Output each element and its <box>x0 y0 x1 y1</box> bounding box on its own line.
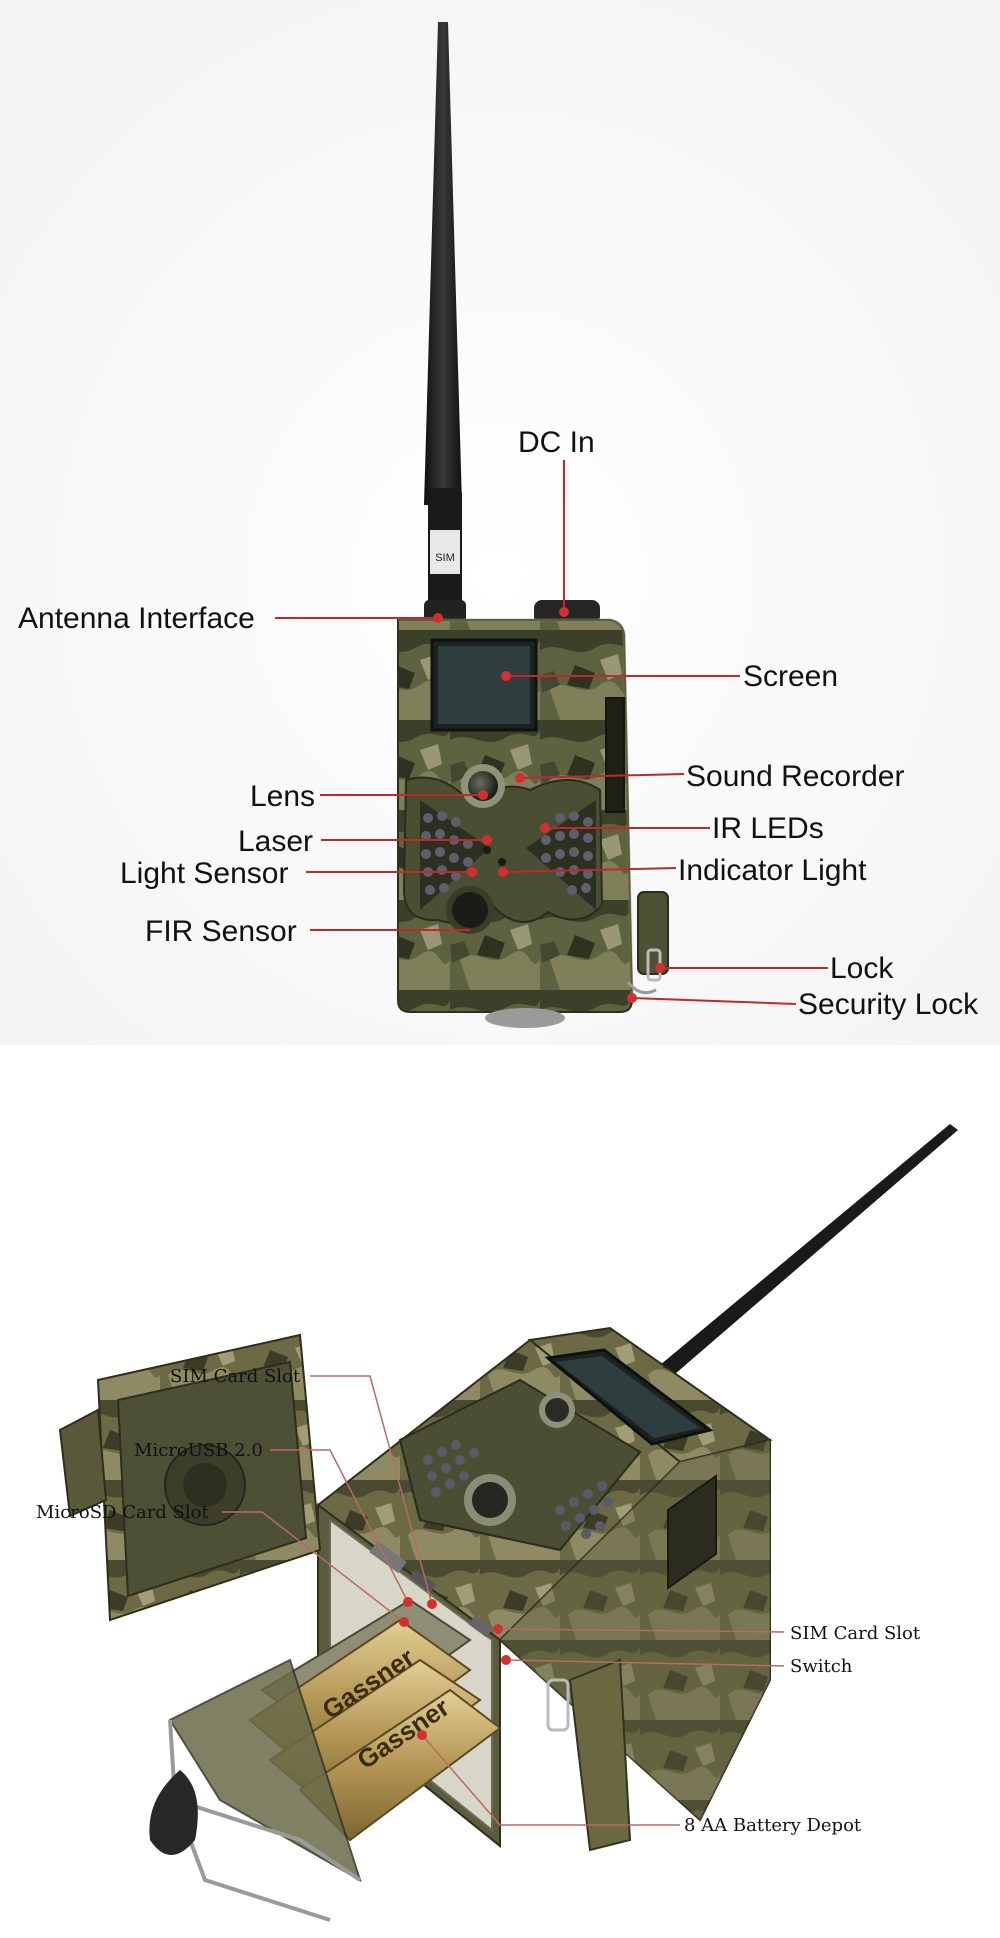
label-antenna-interface: Antenna Interface <box>18 602 255 635</box>
label-switch: Switch <box>790 1656 853 1677</box>
label-lens: Lens <box>250 780 315 813</box>
label-battery-depot: 8 AA Battery Depot <box>684 1815 862 1836</box>
wire-lock-handle <box>149 1658 632 1922</box>
label-sound-recorder: Sound Recorder <box>686 760 904 793</box>
leader-switch <box>505 1659 785 1667</box>
leader-microsd-card-slot <box>222 1511 405 1623</box>
fir-sensor-dome <box>452 892 488 928</box>
leader-sound-recorder <box>519 773 685 779</box>
leader-micro-usb <box>270 1449 409 1603</box>
open-view-leader-lines <box>222 1375 785 1826</box>
antenna-icon: SIM <box>424 22 466 624</box>
leader-sim-card-slot-left <box>310 1375 433 1605</box>
label-light-sensor: Light Sensor <box>120 857 288 890</box>
label-microsd-card-slot: MicroSD Card Slot <box>36 1502 209 1523</box>
open-view-leader-dots <box>399 1597 511 1740</box>
label-dc-in: DC In <box>518 426 595 459</box>
label-security-lock: Security Lock <box>798 988 979 1021</box>
leader-indicator-light <box>502 867 677 873</box>
label-fir-sensor: FIR Sensor <box>145 915 297 948</box>
label-laser: Laser <box>238 825 313 858</box>
leader-security-lock <box>631 997 797 1005</box>
label-indicator-light: Indicator Light <box>678 854 867 887</box>
label-screen: Screen <box>743 660 838 693</box>
open-door-panel <box>58 1333 322 1622</box>
label-sim-card-slot-left: SIM Card Slot <box>170 1366 301 1387</box>
front-view-panel: SIM <box>0 0 1000 1045</box>
leader-sim-card-slot-right <box>497 1628 785 1633</box>
trail-camera-icon <box>397 618 669 1028</box>
label-ir-leds: IR LEDs <box>712 812 824 845</box>
camera-lens <box>468 771 498 801</box>
open-view-diagram: Gassner Gassner <box>0 1080 1000 1938</box>
front-view-leader-lines <box>275 460 828 1005</box>
front-view-diagram: SIM <box>0 0 1000 1045</box>
aa-battery-icon: Gassner Gassner <box>168 1598 502 1883</box>
open-view-panel: Gassner Gassner <box>0 1080 1000 1938</box>
label-micro-usb: MicroUSB 2.0 <box>134 1440 263 1461</box>
antenna-tag: SIM <box>435 552 455 564</box>
label-sim-card-slot-right: SIM Card Slot <box>790 1623 921 1644</box>
front-view-leader-dots <box>433 607 665 1003</box>
label-lock: Lock <box>830 952 894 985</box>
leader-battery-depot <box>421 1734 680 1826</box>
